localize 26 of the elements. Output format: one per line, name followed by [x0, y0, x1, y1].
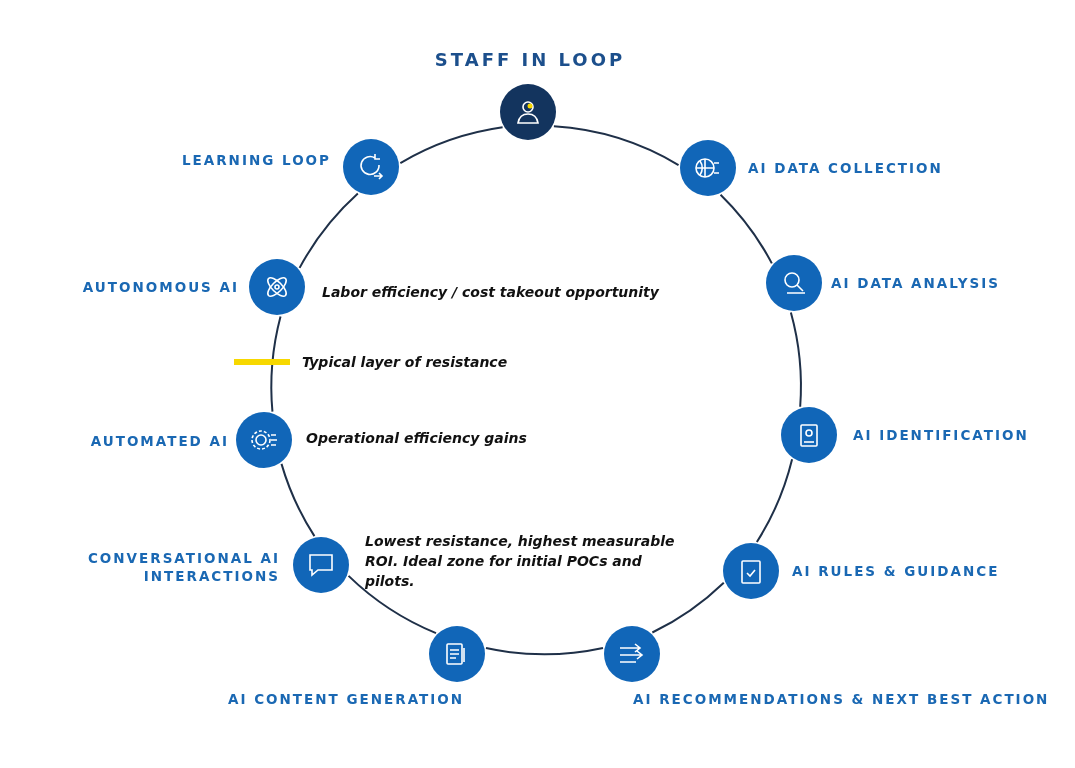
node-label: AI DATA ANALYSIS: [831, 274, 1001, 292]
node-label: AI IDENTIFICATION: [853, 426, 1029, 444]
connector-arc: [552, 125, 680, 167]
node-label: AI CONTENT GENERATION: [228, 690, 465, 708]
node-label: STAFF IN LOOP: [434, 51, 626, 69]
connector-arc: [347, 574, 437, 635]
connector-arc: [270, 315, 282, 413]
node-label: AUTOMATED AI: [90, 432, 229, 450]
connector-arc: [298, 192, 359, 269]
annotation-text: Labor efficiency / cost takeout opportunity: [322, 283, 659, 302]
connector-arc: [755, 458, 794, 543]
node-label: AI RECOMMENDATIONS & NEXT BEST ACTION: [633, 690, 1050, 708]
connector-arc: [399, 126, 504, 165]
annotation-text: Operational efficiency gains: [306, 429, 527, 448]
connector-arc: [280, 462, 316, 538]
node-label: LEARNING LOOP: [181, 151, 331, 169]
annotation-text: Lowest resistance, highest measurable ROI. Ideal zone for initial POCs and pilots.: [365, 532, 676, 591]
connector-arc: [789, 311, 802, 408]
legend-text: Typical layer of resistance: [302, 353, 508, 372]
node-label: AI DATA COLLECTION: [748, 159, 943, 177]
connector-arc: [651, 581, 725, 634]
node-label: AUTONOMOUS AI: [82, 278, 239, 296]
node-label: AI RULES & GUIDANCE: [792, 562, 1000, 580]
connector-arc: [485, 647, 604, 656]
connector-arc: [719, 193, 773, 265]
node-label: CONVERSATIONAL AI INTERACTIONS: [86, 549, 280, 585]
